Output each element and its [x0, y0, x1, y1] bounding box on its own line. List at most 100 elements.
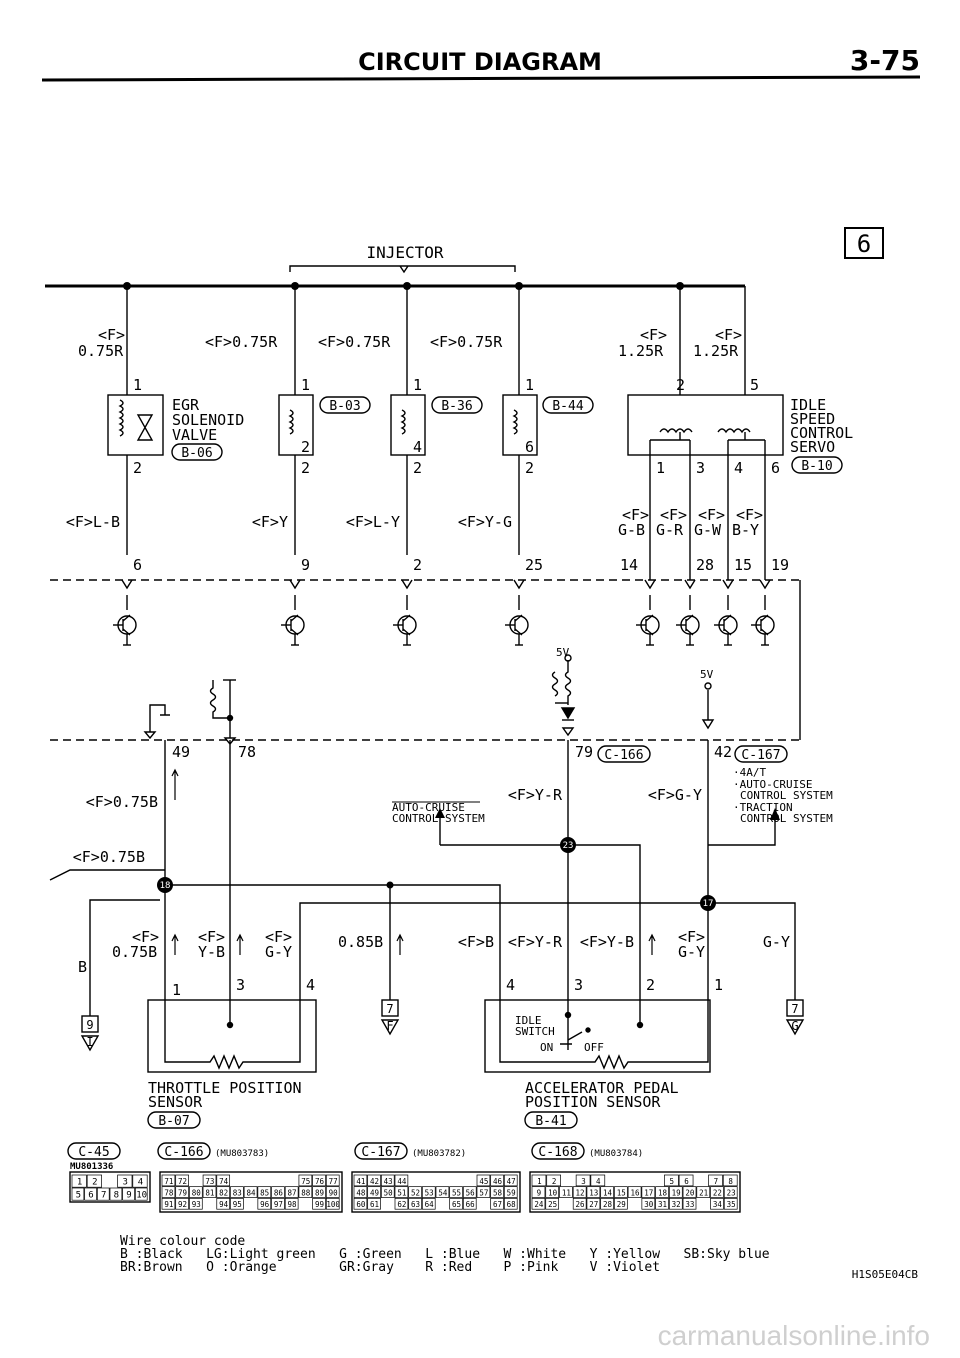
connector-pin-cell — [353, 1197, 368, 1210]
connector-pin-label: 68 — [507, 1200, 517, 1209]
connector-pin-cell — [545, 1186, 560, 1198]
connector-pin-label: 77 — [329, 1177, 338, 1186]
connector-pin-cell — [503, 1174, 518, 1187]
ground-9i-bottom: I — [86, 1035, 93, 1049]
connector-pin-label: 29 — [617, 1200, 626, 1209]
connector-pin-cell — [202, 1174, 217, 1187]
connector-pin-label: 60 — [356, 1200, 366, 1209]
connector-pin-label: 62 — [397, 1200, 406, 1209]
idle-switch-off: OFF — [584, 1041, 604, 1054]
wire-egr: <F>L-B — [66, 513, 120, 531]
connector-pin-cell — [71, 1174, 87, 1188]
inj1-connector: B-03 — [329, 399, 360, 414]
ecu-5v-1: 5V — [556, 646, 570, 659]
wire-fb: <F>B — [458, 933, 494, 951]
injector-3 — [502, 394, 538, 555]
connector-pin-label: 10 — [136, 1191, 147, 1201]
auto-cruise-2: CONTROL SYSTEM — [392, 812, 485, 825]
connector-pin-label: 7 — [101, 1191, 106, 1201]
connector-pin-label: 34 — [713, 1200, 723, 1209]
connector-pin-cell — [627, 1186, 642, 1198]
connector-pin-label: 1 — [537, 1177, 542, 1186]
connector-pin-cell — [545, 1197, 560, 1210]
wire-top-4: <F>0.75R — [430, 333, 503, 351]
connector-pin-label: 47 — [507, 1177, 516, 1186]
apps-label-2: POSITION SENSOR — [525, 1093, 661, 1111]
isc-pin-top-2: 2 — [676, 376, 685, 394]
throttle-position-sensor — [147, 999, 317, 1073]
apps-pin-1: 1 — [714, 976, 723, 994]
cv-c45-badge — [67, 1142, 121, 1160]
ecu-pin-14: 14 — [620, 556, 638, 574]
connector-pin-label: 19 — [672, 1189, 681, 1198]
connector-pin-label: 81 — [205, 1189, 214, 1198]
connector-pin-cell — [531, 1186, 546, 1198]
isc-pin-bottom-3: 3 — [696, 459, 705, 477]
document-code: H1S05E04CB — [852, 1268, 919, 1281]
inj1-pin-bottom: 2 — [301, 459, 310, 477]
connector-pin-cell — [298, 1186, 313, 1198]
connector-pin-cell — [132, 1174, 148, 1188]
connector-pin-cell — [572, 1197, 587, 1210]
ground-ref-7g — [785, 999, 805, 1036]
note42-4: ·TRACTION — [733, 801, 793, 814]
connector-pin-label: 15 — [617, 1189, 626, 1198]
connector-pin-cell — [175, 1197, 189, 1210]
connector-pin-label: 4 — [138, 1178, 143, 1188]
connector-pin-label: 12 — [576, 1189, 585, 1198]
connector-pin-cell — [367, 1174, 381, 1187]
connector-pin-cell — [134, 1187, 148, 1201]
connector-pin-label: 44 — [397, 1177, 407, 1186]
connector-pin-label: 6 — [684, 1177, 689, 1186]
ecu-internal-circuits — [143, 654, 715, 746]
isc-pin-bottom-4: 4 — [734, 459, 743, 477]
inj2-connector: B-36 — [441, 399, 472, 414]
connector-pin-label: 83 — [233, 1189, 242, 1198]
connector-pin-label: 49 — [370, 1189, 379, 1198]
connector-pin-cell — [353, 1186, 368, 1198]
cv-c45-id: C-45 — [78, 1145, 109, 1160]
ecu-pin-49: 49 — [172, 743, 190, 761]
connector-pin-cell — [216, 1174, 231, 1187]
apps-pin-3: 3 — [574, 976, 583, 994]
connector-pin-cell — [531, 1197, 546, 1210]
connector-pin-cell — [490, 1197, 504, 1210]
tps-label-2: SENSOR — [148, 1093, 203, 1111]
connector-pin-cell — [490, 1174, 504, 1187]
connector-pin-label: 2 — [552, 1177, 557, 1186]
connector-pin-cell — [476, 1174, 491, 1187]
connector-pin-label: 24 — [534, 1200, 544, 1209]
connector-pin-cell — [614, 1186, 628, 1198]
joint-18: 18 — [160, 881, 171, 891]
injector-1 — [278, 394, 314, 555]
connector-pin-cell — [202, 1186, 217, 1198]
connector-pin-cell — [408, 1186, 422, 1198]
wire-gy-2-spec: <F> — [678, 928, 705, 946]
connector-pin-cell — [682, 1186, 697, 1198]
cv-c166-part: (MU803783) — [215, 1149, 269, 1159]
connector-pin-label: 46 — [493, 1177, 503, 1186]
connector-pin-label: 35 — [727, 1200, 736, 1209]
connector-pin-label: 4 — [596, 1177, 601, 1186]
wire-gy-2-color: G-Y — [678, 943, 705, 961]
connector-pin-cell — [312, 1174, 326, 1187]
egr-pin-top: 1 — [133, 376, 142, 394]
connector-pin-cell — [503, 1186, 518, 1198]
sensor-wiring — [49, 740, 796, 1010]
tps-label-1: THROTTLE POSITION — [148, 1079, 302, 1097]
injector-label: INJECTOR — [366, 243, 443, 262]
cv-c166-id: C-166 — [164, 1145, 203, 1160]
connector-pin-cell — [312, 1186, 326, 1198]
connector-pin-cell — [614, 1197, 628, 1210]
inj3-pin-mid: 6 — [525, 438, 534, 456]
ecu-pin-78: 78 — [238, 743, 256, 761]
connector-pin-cell — [109, 1187, 123, 1201]
connector-pin-cell — [710, 1197, 724, 1210]
cv-c166-shell — [159, 1171, 343, 1213]
c166-badge — [597, 745, 651, 763]
ecu-driver-transistors — [113, 595, 775, 646]
connector-pin-label: 85 — [260, 1189, 269, 1198]
tps-connector-badge — [147, 1111, 201, 1129]
connector-pin-label: 78 — [164, 1189, 174, 1198]
